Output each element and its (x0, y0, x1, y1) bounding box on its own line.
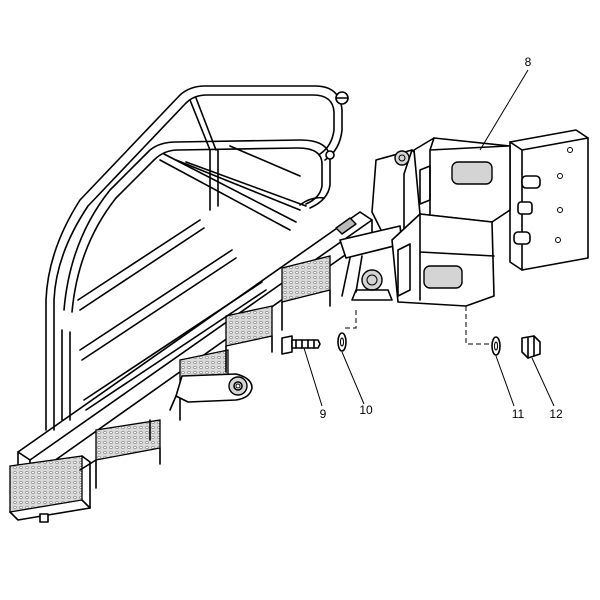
callouts: 8 9 10 11 12 (320, 55, 563, 421)
callout-8: 8 (525, 55, 532, 69)
plate-slot-3 (513, 231, 531, 245)
step-bottom (9, 455, 91, 523)
mounting-plate (509, 129, 589, 271)
callout-9: 9 (320, 407, 327, 421)
box-upper-cutout (451, 161, 493, 185)
plate-slot-1 (521, 175, 541, 189)
callout-10: 10 (359, 403, 373, 417)
ladder-steps (9, 255, 331, 523)
callout-12: 12 (549, 407, 563, 421)
step-5 (281, 255, 331, 331)
mount-box (391, 137, 511, 345)
box-lower-cutout (423, 265, 463, 289)
washer-11 (491, 336, 501, 356)
step-2 (79, 419, 161, 489)
leader-lines (303, 69, 555, 407)
plate-slot-2 (517, 201, 533, 215)
bolt-9 (281, 335, 321, 355)
callout-11: 11 (512, 407, 525, 421)
nut-12 (521, 335, 541, 359)
pivot-bracket (339, 149, 421, 329)
washer-10 (337, 332, 347, 352)
handrail (45, 85, 349, 431)
step-4 (225, 305, 273, 373)
lower-bracket (169, 373, 253, 411)
